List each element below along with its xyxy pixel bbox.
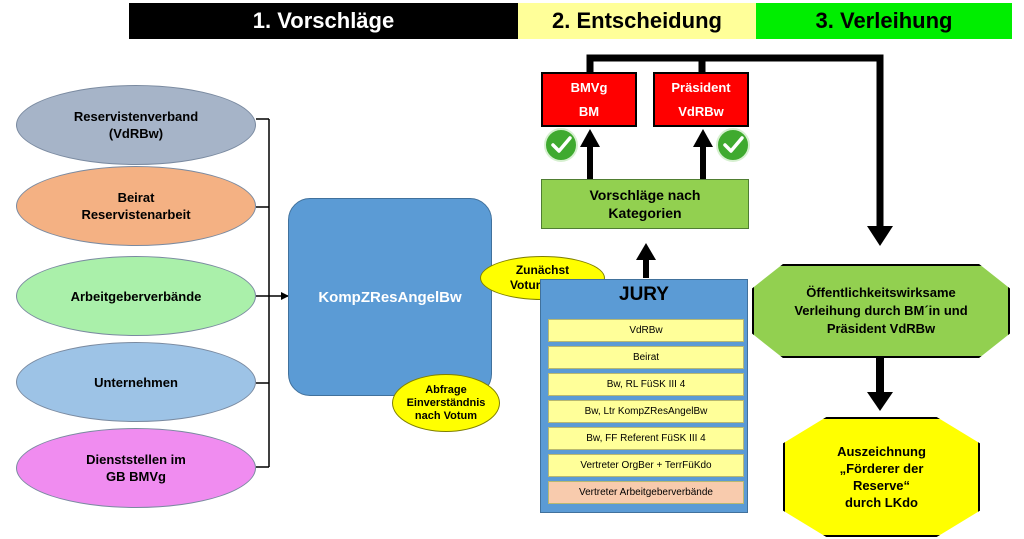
source-dienststellen: Dienststellen im GB BMVg	[16, 428, 256, 508]
checkmark-icon	[716, 128, 750, 162]
jury-member: Vertreter OrgBer + TerrFüKdo	[548, 454, 744, 477]
jury-title: JURY	[619, 284, 669, 305]
deciders-to-award-connector	[586, 54, 884, 228]
bubble-consent-query: Abfrage Einverständnis nach Votum	[392, 374, 500, 432]
source-unternehmen: Unternehmen	[16, 342, 256, 422]
jury-member-list: VdRBw Beirat Bw, RL FüSK III 4 Bw, Ltr K…	[548, 319, 744, 508]
source-bracket	[256, 118, 289, 468]
phase-decision: 2. Entscheidung	[518, 3, 756, 39]
jury-member: Bw, RL FüSK III 4	[548, 373, 744, 396]
public-to-distinction-arrow	[867, 358, 893, 411]
source-arbeitgeberverbaende: Arbeitgeberverbände	[16, 256, 256, 336]
jury-member: Beirat	[548, 346, 744, 369]
award-arrowhead	[867, 226, 893, 246]
decider-president: Präsident VdRBw	[653, 72, 749, 127]
phase-award: 3. Verleihung	[756, 3, 1012, 39]
outcome-distinction: Auszeichnung „Förderer der Reserve“ durc…	[783, 417, 980, 537]
jury-member: VdRBw	[548, 319, 744, 342]
checkmark-icon	[544, 128, 578, 162]
jury-member: Bw, FF Referent FüSK III 4	[548, 427, 744, 450]
categories-box: Vorschläge nach Kategorien	[541, 179, 749, 229]
decider-bmvg: BMVg BM	[541, 72, 637, 127]
hub-kompzresangelbw: KompZResAngelBw	[288, 198, 492, 396]
phase-proposals: 1. Vorschläge	[129, 3, 518, 39]
source-reservistenverband: Reservistenverband (VdRBw)	[16, 85, 256, 165]
jury-panel: JURY VdRBw Beirat Bw, RL FüSK III 4 Bw, …	[540, 279, 748, 513]
categories-to-bmvg-arrow	[580, 129, 600, 179]
jury-to-categories-arrow	[636, 243, 656, 278]
categories-to-president-arrow	[693, 129, 713, 179]
source-beirat: Beirat Reservistenarbeit	[16, 166, 256, 246]
hub-label: KompZResAngelBw	[318, 288, 462, 306]
jury-member: Bw, Ltr KompZResAngelBw	[548, 400, 744, 423]
outcome-public-award: Öffentlichkeitswirksame Verleihung durch…	[752, 264, 1010, 358]
jury-member: Vertreter Arbeitgeberverbände	[548, 481, 744, 504]
